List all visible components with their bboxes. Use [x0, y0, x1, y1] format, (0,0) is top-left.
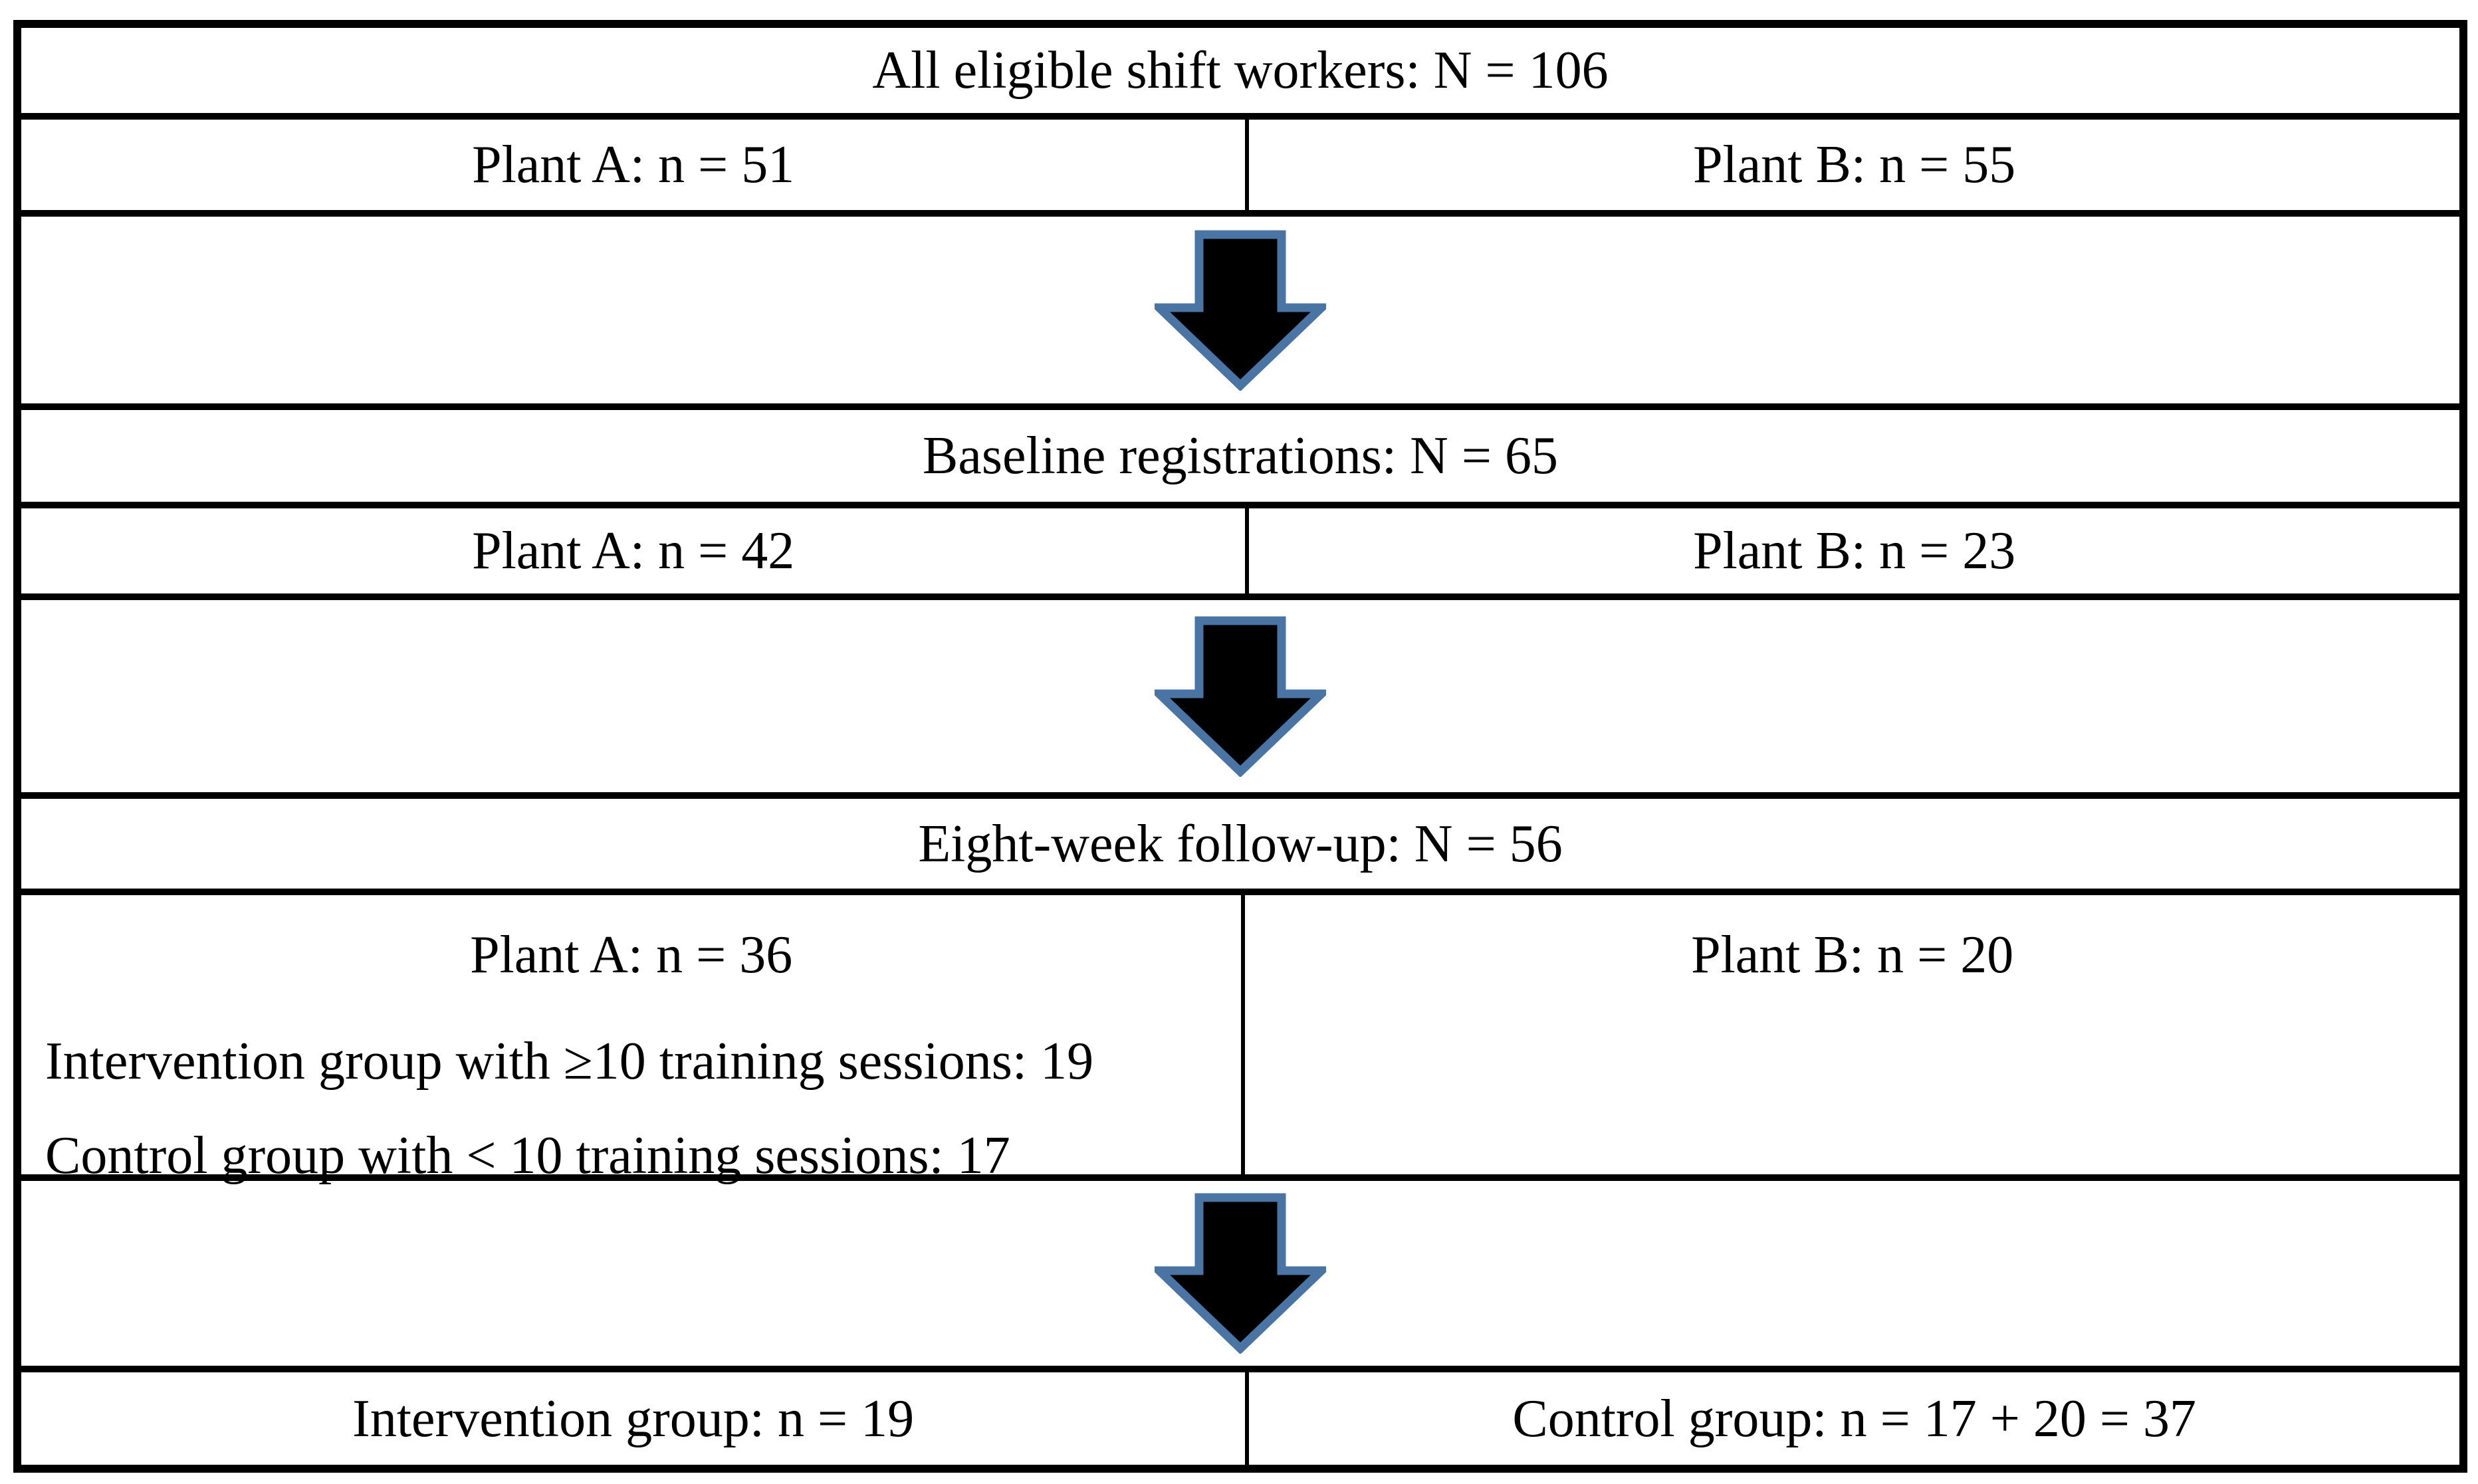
- eligible-total-label: All eligible shift workers: N = 106: [872, 41, 1609, 100]
- arrow-row-3: [21, 1174, 2459, 1366]
- row-baseline-plants: Plant A: n = 42 Plant B: n = 23: [21, 502, 2459, 593]
- row-eligible-total: All eligible shift workers: N = 106: [21, 28, 2459, 113]
- baseline-plant-a-label: Plant A: n = 42: [21, 508, 1250, 593]
- arrow-cell-3: [21, 1181, 2459, 1366]
- eligible-plant-b-label: Plant B: n = 55: [1693, 136, 2016, 194]
- arrow-cell-2: [21, 600, 2459, 792]
- baseline-total-label: Baseline registrations: N = 65: [922, 427, 1559, 485]
- down-arrow-icon: [1155, 230, 1326, 391]
- followup-plant-a-cell: Plant A: n = 36 Intervention group with …: [21, 895, 1246, 1185]
- down-arrow-shape: [1155, 230, 1326, 391]
- down-arrow-shape: [1155, 1193, 1326, 1354]
- arrow-row-1: [21, 210, 2459, 403]
- row-final-groups: Intervention group: n = 19 Control group…: [21, 1366, 2459, 1465]
- flow-table: All eligible shift workers: N = 106 Plan…: [13, 20, 2467, 1473]
- down-arrow-icon: [1155, 1193, 1326, 1354]
- arrow-row-2: [21, 593, 2459, 792]
- row-eligible-plants: Plant A: n = 51 Plant B: n = 55: [21, 113, 2459, 210]
- followup-total-label: Eight-week follow-up: N = 56: [918, 814, 1563, 873]
- row-followup-total: Eight-week follow-up: N = 56: [21, 792, 2459, 889]
- row-baseline-total: Baseline registrations: N = 65: [21, 403, 2459, 502]
- final-control-label: Control group: n = 17 + 20 = 37: [1512, 1389, 2196, 1448]
- down-arrow-icon: [1155, 616, 1326, 777]
- final-intervention-label: Intervention group: n = 19: [21, 1372, 1250, 1465]
- followup-plant-b-label: Plant B: n = 20: [1691, 926, 2014, 984]
- baseline-plant-b-label: Plant B: n = 23: [1693, 522, 2016, 580]
- down-arrow-shape: [1155, 616, 1326, 777]
- arrow-cell-1: [21, 217, 2459, 403]
- followup-plant-b-cell: Plant B: n = 20: [1245, 895, 2459, 1174]
- followup-plant-a-label: Plant A: n = 36: [470, 926, 793, 984]
- row-followup-plants: Plant A: n = 36 Intervention group with …: [21, 889, 2459, 1185]
- eligible-plant-a-label: Plant A: n = 51: [21, 120, 1250, 210]
- followup-intervention-label: Intervention group with ≥10 training ses…: [45, 1032, 1094, 1091]
